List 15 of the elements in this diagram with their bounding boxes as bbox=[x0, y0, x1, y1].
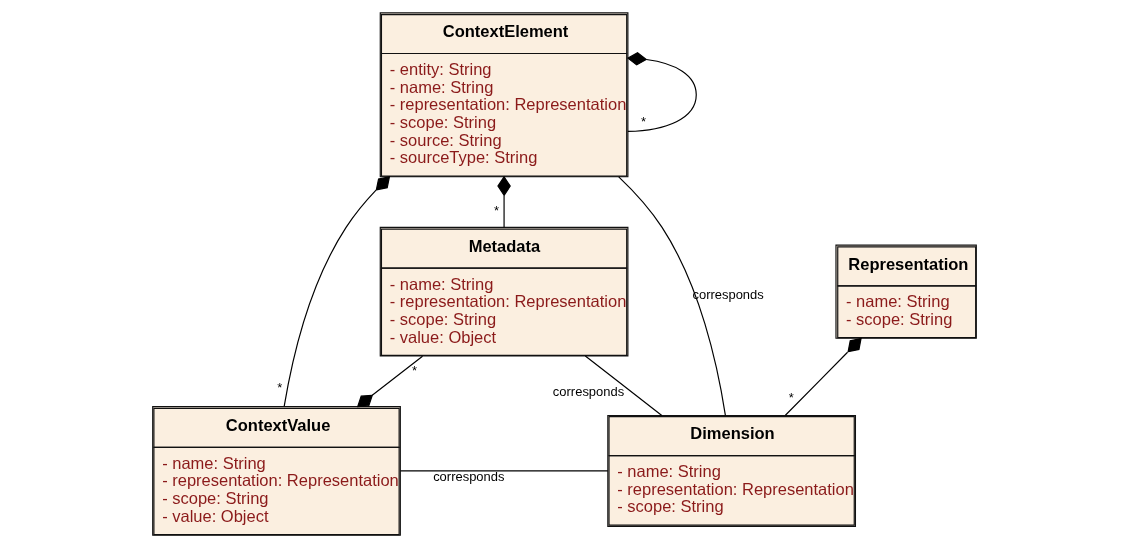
edge-label: corresponds bbox=[433, 469, 505, 485]
edge-label: * bbox=[411, 363, 417, 379]
connector bbox=[356, 355, 424, 408]
connector bbox=[584, 355, 663, 417]
connector bbox=[283, 176, 391, 407]
edge-label: * bbox=[494, 202, 500, 218]
connector bbox=[497, 175, 511, 228]
connector bbox=[399, 470, 609, 472]
edge-label: * bbox=[277, 380, 283, 396]
edge-label: * bbox=[641, 114, 647, 130]
connector bbox=[618, 176, 726, 416]
edge-label: corresponds bbox=[552, 384, 625, 400]
connector bbox=[784, 337, 862, 416]
edge-label: * bbox=[788, 389, 794, 405]
connector bbox=[626, 51, 697, 133]
